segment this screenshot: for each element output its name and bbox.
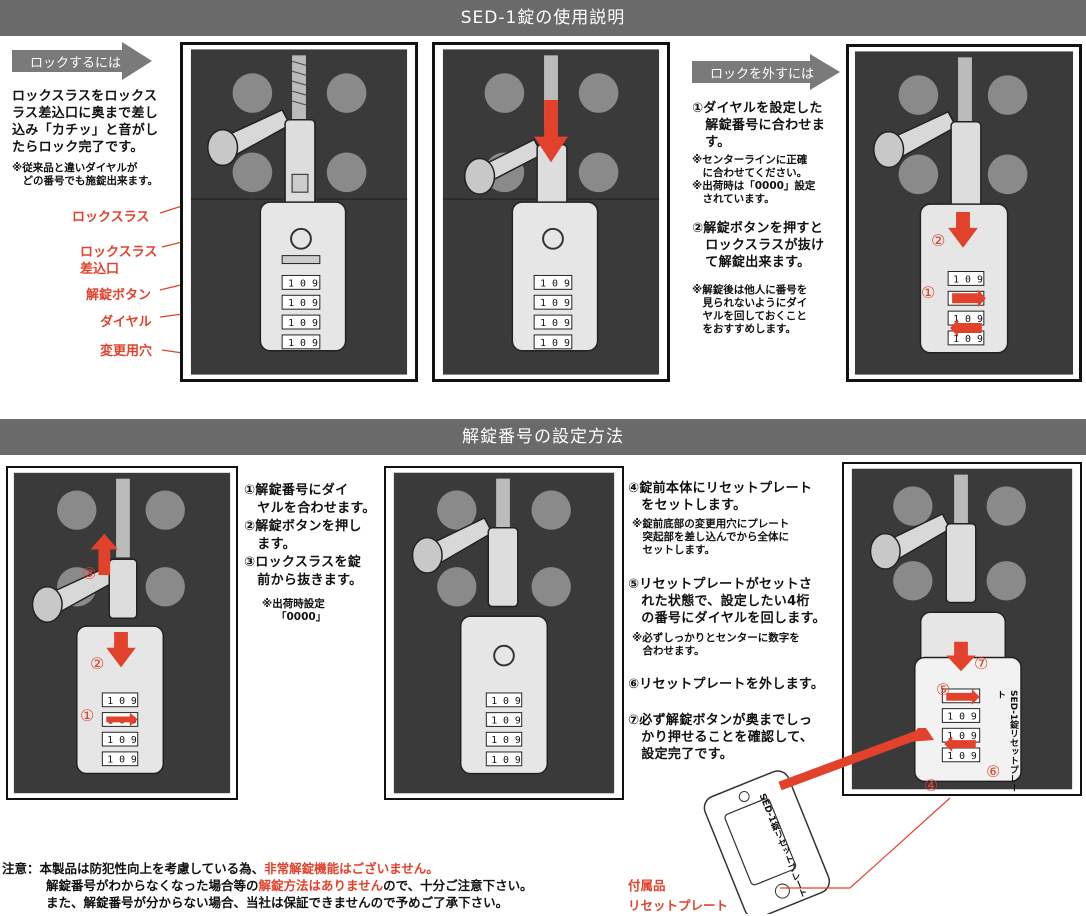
marker-2: ② <box>931 231 946 250</box>
lock-tag: ロックするには <box>12 42 152 80</box>
plate-label: SED-1錠リセットプレート <box>995 690 1018 793</box>
svg-text:1 0 9: 1 0 9 <box>540 278 570 289</box>
marker-2: ② <box>90 654 105 673</box>
label-lock-slass: ロックスラス <box>72 210 150 225</box>
svg-text:1 0 9: 1 0 9 <box>953 274 983 285</box>
illustration-inserting: 1 0 9 1 0 9 1 0 9 1 0 9 <box>432 42 670 382</box>
svg-text:1 0 9: 1 0 9 <box>540 338 570 349</box>
illustration-setting-unlocked: 1 0 9 1 0 9 1 0 9 1 0 9 <box>384 466 624 800</box>
lock-instructions: ロックスラスをロックス ラス差込口に奥まで差し 込み「カチッ」と音がし たらロッ… <box>12 89 159 155</box>
section-header-usage: SED-1錠の使用説明 <box>0 0 1086 36</box>
svg-text:1 0 9: 1 0 9 <box>953 334 983 345</box>
setting-note-default: ※出荷時設定「0000」 <box>262 598 327 623</box>
svg-text:1 0 9: 1 0 9 <box>491 715 521 726</box>
unlock-note2: ※解錠後は他人に番号を 見られないようにダイ ヤルを回しておくこと をおすすめし… <box>692 284 808 335</box>
arrow-right-icon <box>692 54 840 90</box>
label-dial: ダイヤル <box>100 315 152 330</box>
marker-3: ③ <box>82 564 97 583</box>
illustration-setting-remove: 1 0 91 0 91 0 91 0 9 ③ ② ① <box>6 466 238 800</box>
label-unlock-button: 解錠ボタン <box>86 288 152 303</box>
marker-1: ① <box>80 706 95 725</box>
marker-7: ⑦ <box>974 654 989 673</box>
svg-text:1 0 9: 1 0 9 <box>540 318 570 329</box>
unlock-step2: ②解錠ボタンを押すと ロックスラスが抜け て解錠出来ます。 <box>692 221 825 270</box>
lock-note: ※従来品と違いダイヤルが どの番号でも施錠出来ます。 <box>12 162 158 187</box>
setting-step4: ④錠前本体にリセットプレート をセットします。 <box>628 481 813 513</box>
lock-illustration-reset: 1 0 91 0 91 0 91 0 9 <box>851 468 1073 790</box>
arrow-right-icon <box>12 42 152 80</box>
setting-step6: ⑥リセットプレートを外します。 <box>628 677 825 692</box>
svg-text:1 0 9: 1 0 9 <box>491 755 521 766</box>
svg-text:1 0 9: 1 0 9 <box>288 278 318 289</box>
setting-note5: ※必ずしっかりとセンターに数字を 合わせます。 <box>632 632 800 657</box>
lock-illustration-unlocked: 1 0 9 1 0 9 1 0 9 1 0 9 <box>393 472 615 794</box>
svg-text:1 0 9: 1 0 9 <box>540 298 570 309</box>
setting-steps-1-3: ①解錠番号にダイ ヤルを合わせます。 ②解錠ボタンを押し ます。 ③ロックスラス… <box>244 483 376 588</box>
unlock-step1: ①ダイヤルを設定した 解錠番号に合わせま す。 <box>692 101 826 150</box>
svg-text:1 0 9: 1 0 9 <box>947 711 977 722</box>
setting-step5: ⑤リセットプレートがセットさ れた状態で、設定したい4桁 の番号にダイヤルを回し… <box>628 577 826 626</box>
svg-text:1 0 9: 1 0 9 <box>107 735 137 746</box>
label-slot: ロックスラス差込口 <box>80 245 158 277</box>
unlock-note1: ※センターラインに正確 に合わせてください。※出荷時は「0000」設定 されてい… <box>692 154 816 205</box>
svg-text:1 0 9: 1 0 9 <box>288 298 318 309</box>
svg-text:1 0 9: 1 0 9 <box>947 751 977 762</box>
marker-5: ⑤ <box>936 680 951 699</box>
marker-6: ⑥ <box>986 762 1001 781</box>
setting-note4: ※錠前底部の変更用穴にプレート 突起部を差し込んでから全体に セットします。 <box>632 518 790 556</box>
svg-text:1 0 9: 1 0 9 <box>107 755 137 766</box>
lock-illustration-inserting: 1 0 9 1 0 9 1 0 9 1 0 9 <box>442 49 660 375</box>
illustration-unlocking: 1 0 91 0 91 0 91 0 9 ② ① <box>846 44 1082 382</box>
marker-4: ④ <box>924 776 939 795</box>
lock-illustration-unlocking: 1 0 91 0 91 0 91 0 9 <box>854 51 1074 375</box>
lock-illustration-locked: 1 0 9 1 0 9 1 0 9 1 0 9 <box>190 49 408 375</box>
reset-plate-illustration <box>703 728 951 914</box>
svg-text:1 0 9: 1 0 9 <box>107 696 137 707</box>
illustration-setting-reset: 1 0 91 0 91 0 91 0 9 SED-1錠リセットプレート ⑦ ⑤ … <box>842 462 1082 796</box>
caution-note: 注意：本製品は防犯性向上を考慮している為、非常解錠機能はございません。 解錠番号… <box>2 861 533 910</box>
label-change-hole: 変更用穴 <box>100 344 153 359</box>
section-header-setting: 解錠番号の設定方法 <box>0 419 1086 455</box>
lock-illustration-remove: 1 0 91 0 91 0 91 0 9 <box>13 472 231 794</box>
svg-text:1 0 9: 1 0 9 <box>947 731 977 742</box>
svg-text:1 0 9: 1 0 9 <box>953 314 983 325</box>
illustration-locked: 1 0 9 1 0 9 1 0 9 1 0 9 <box>180 42 418 382</box>
setting-step7: ⑦必ず解錠ボタンが奥までしっ かり押せることを確認して、 設定完了です。 <box>628 713 814 762</box>
unlock-tag: ロックを外すには <box>692 54 840 90</box>
svg-text:1 0 9: 1 0 9 <box>288 338 318 349</box>
svg-text:1 0 9: 1 0 9 <box>491 696 521 707</box>
svg-text:1 0 9: 1 0 9 <box>288 318 318 329</box>
svg-text:1 0 9: 1 0 9 <box>491 735 521 746</box>
marker-1: ① <box>921 283 936 302</box>
accessory-label: 付属品 リセットプレート <box>628 878 729 913</box>
